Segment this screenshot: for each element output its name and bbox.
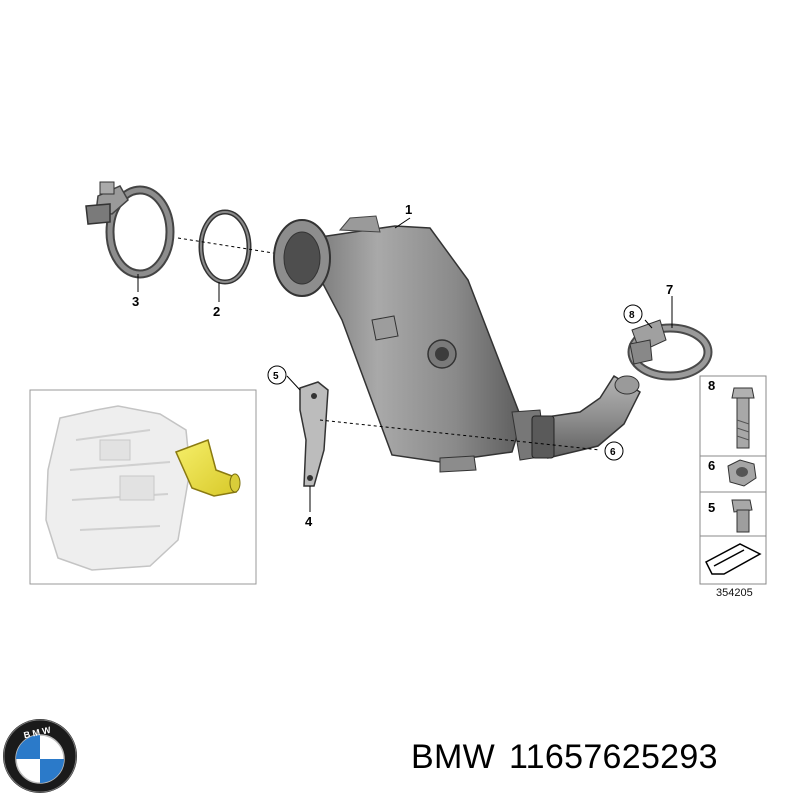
direction-arrow-icon: [705, 543, 762, 575]
legend-6: 6: [708, 458, 715, 473]
particulate-filter-part-1: [273, 215, 547, 473]
legend-5: 5: [708, 500, 715, 515]
nut-icon: [727, 459, 757, 487]
gasket-part-2: [198, 209, 252, 285]
callout-8: 8: [629, 310, 635, 321]
callout-4: 4: [305, 514, 313, 529]
caption-part-number: 11657625293: [509, 738, 718, 776]
legend-8: 8: [708, 378, 715, 393]
clamp-part-3: [85, 181, 175, 279]
part-caption: BMW 11657625293: [411, 738, 732, 777]
callout-6: 6: [610, 447, 616, 458]
diagram-ref-number: 354205: [716, 587, 753, 599]
caption-brand: BMW: [411, 738, 495, 776]
callout-2: 2: [213, 304, 220, 319]
bmw-logo: B M W: [3, 719, 77, 793]
callout-1: 1: [405, 202, 412, 217]
clamp-part-7: [627, 319, 713, 381]
bracket-part-4: [299, 381, 329, 487]
screw-icon: [731, 499, 753, 533]
bolt-icon: [731, 387, 755, 449]
callout-5: 5: [273, 371, 279, 382]
outlet-pipe: [531, 374, 641, 459]
callout-7: 7: [666, 282, 673, 297]
fastener-legend: [699, 375, 767, 585]
callout-3: 3: [132, 294, 139, 309]
engine-inset: [29, 389, 257, 585]
